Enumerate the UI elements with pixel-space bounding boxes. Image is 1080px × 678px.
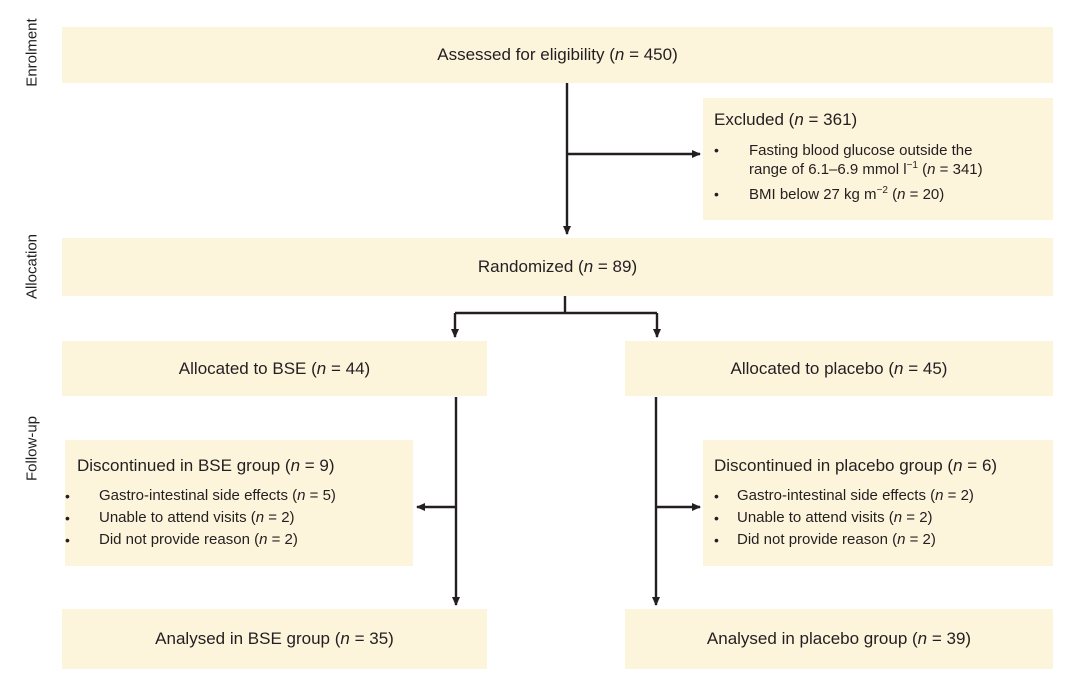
- excluded-reason-bmi: BMI below 27 kg m−2 (n = 20): [714, 185, 1053, 204]
- bse-analysed-label: Analysed in BSE group (n = 35): [155, 629, 394, 648]
- placebo-allocated-label: Allocated to placebo (n = 45): [730, 358, 948, 378]
- bse-reason-visits: Unable to attend visits (n = 2): [65, 507, 413, 529]
- bse-allocated-label: Allocated to BSE (n = 44): [178, 358, 371, 378]
- placebo-analysed-label: Analysed in placebo group (n = 39): [706, 629, 972, 648]
- bse-allocated-box: Allocated to BSE (n = 44): [62, 341, 487, 396]
- bse-reason-gi: Gastro-intestinal side effects (n = 5): [65, 485, 413, 507]
- bse-discontinued-title: Discontinued in BSE group (n = 9): [77, 456, 335, 475]
- bse-analysed-box: Analysed in BSE group (n = 35): [62, 609, 487, 669]
- randomized-label: Randomized (n = 89): [477, 257, 638, 276]
- placebo-analysed-box: Analysed in placebo group (n = 39): [625, 609, 1053, 669]
- excluded-reason-glucose: Fasting blood glucose outside the range …: [714, 141, 1053, 179]
- placebo-discontinued-reasons: Gastro-intestinal side effects (n = 2) U…: [714, 485, 1053, 551]
- bse-discontinued-reasons: Gastro-intestinal side effects (n = 5) U…: [65, 485, 413, 551]
- placebo-discontinued-box: Discontinued in placebo group (n = 6) Ga…: [703, 440, 1053, 566]
- placebo-reason-gi: Gastro-intestinal side effects (n = 2): [714, 485, 1053, 507]
- bse-reason-none: Did not provide reason (n = 2): [65, 529, 413, 551]
- excluded-reasons-list: Fasting blood glucose outside the range …: [714, 141, 1053, 204]
- excluded-title: Excluded (n = 361): [714, 110, 858, 129]
- placebo-allocated-box: Allocated to placebo (n = 45): [625, 341, 1053, 396]
- randomized-box: Randomized (n = 89): [62, 238, 1053, 296]
- assessed-box: Assessed for eligibility (n = 450): [62, 27, 1053, 83]
- placebo-reason-none: Did not provide reason (n = 2): [714, 529, 1053, 551]
- bse-discontinued-box: Discontinued in BSE group (n = 9) Gastro…: [65, 440, 413, 566]
- assessed-label: Assessed for eligibility (n = 450): [437, 45, 678, 64]
- placebo-reason-visits: Unable to attend visits (n = 2): [714, 507, 1053, 529]
- excluded-box: Excluded (n = 361) Fasting blood glucose…: [703, 98, 1053, 220]
- placebo-discontinued-title: Discontinued in placebo group (n = 6): [714, 456, 998, 475]
